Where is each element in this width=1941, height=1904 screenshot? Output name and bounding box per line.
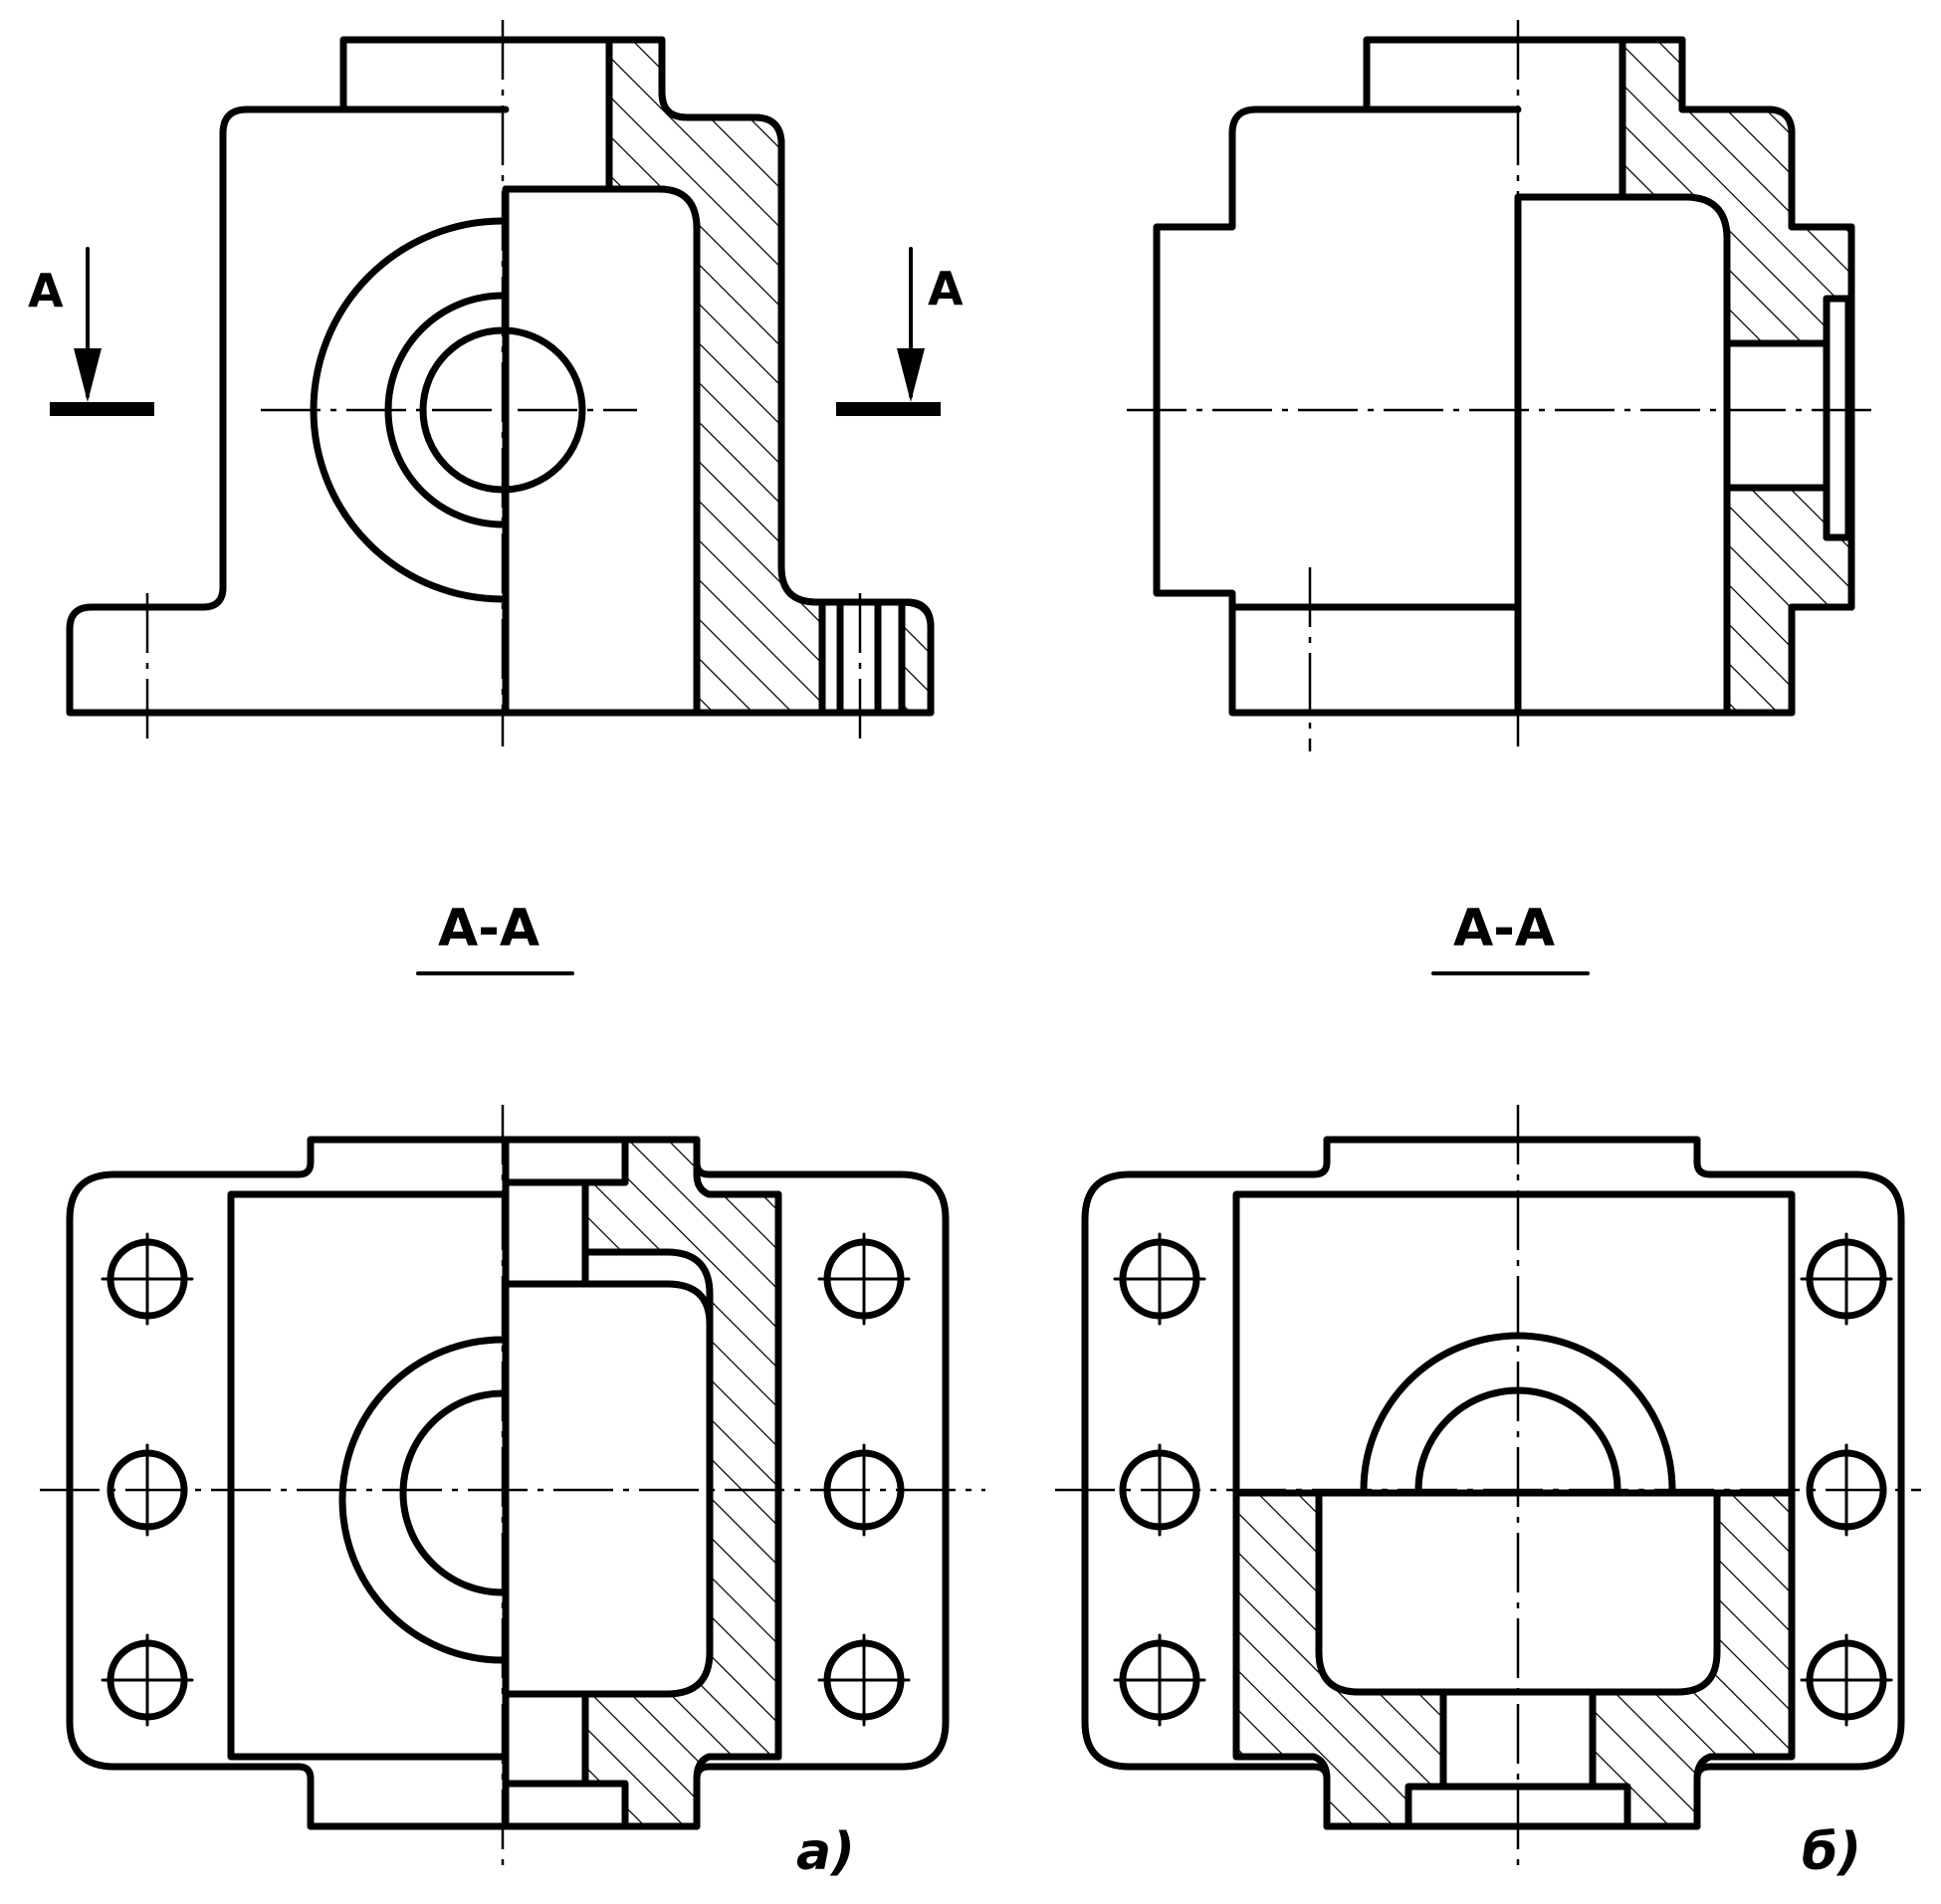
cut-marker-left xyxy=(50,402,154,416)
section-view-b: б) xyxy=(1055,1105,1921,1882)
section-view-a: а) xyxy=(40,1105,985,1882)
cut-label-left: A xyxy=(28,264,64,317)
section-title-a: A-A xyxy=(438,899,539,958)
front-view-b xyxy=(1127,20,1871,751)
cut-label-right: A xyxy=(928,262,964,316)
arrow-down-icon xyxy=(74,348,102,402)
variant-label-a: а) xyxy=(796,1822,855,1882)
cut-marker-right xyxy=(836,402,941,416)
front-view-a: A A xyxy=(28,20,964,746)
section-title-b: A-A xyxy=(1453,899,1555,958)
variant-label-b: б) xyxy=(1802,1822,1861,1882)
arrow-down-icon xyxy=(897,348,925,402)
